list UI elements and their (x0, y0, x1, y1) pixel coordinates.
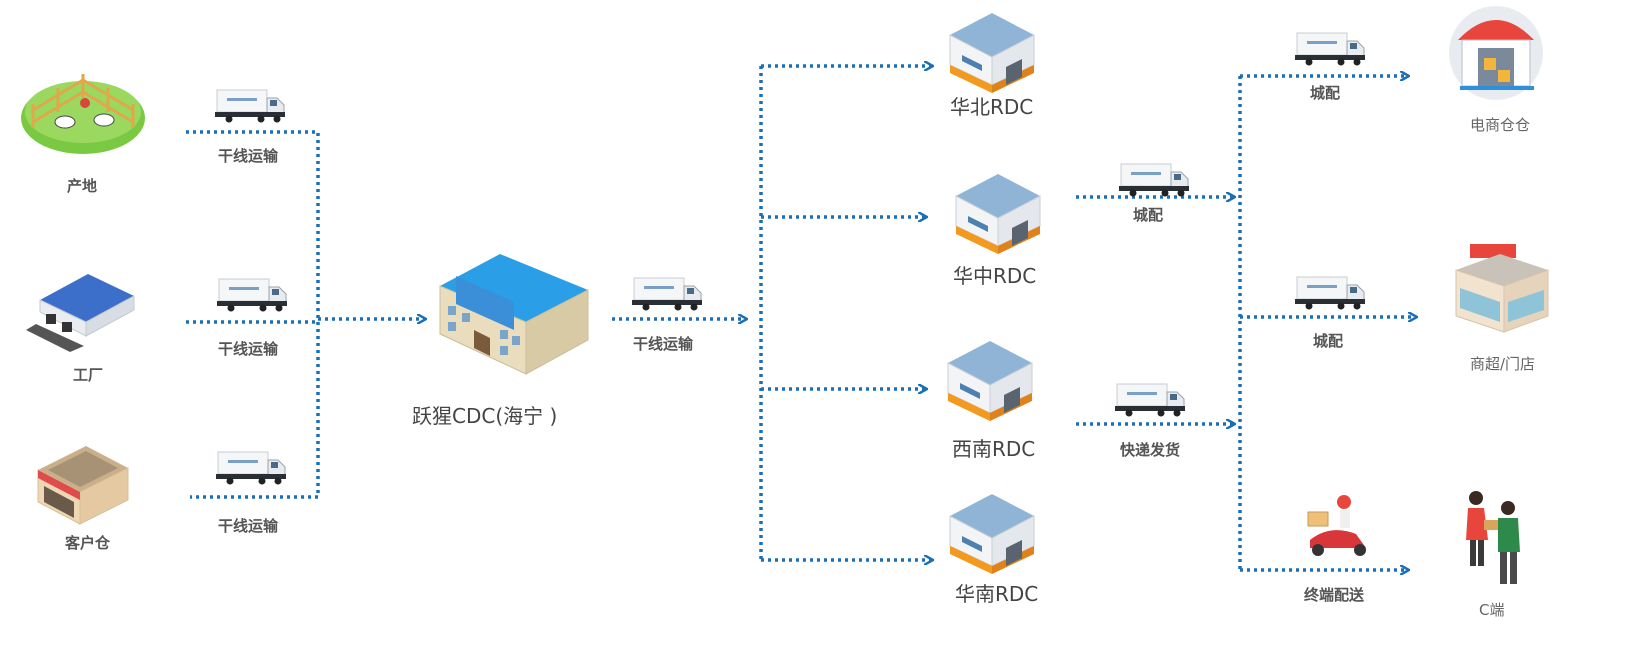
edge-label-trunk: 干线运输 (218, 340, 279, 358)
truck-icon (216, 278, 288, 312)
flow-lines (186, 66, 1416, 570)
truck-icon (215, 451, 287, 485)
ecommerce-warehouse-icon (1449, 6, 1543, 100)
cdc-building-icon (439, 254, 589, 375)
store-icon (1455, 244, 1549, 333)
node-label-client-warehouse: 客户仓 (65, 534, 111, 552)
node-label-rdc-southwest: 西南RDC (952, 437, 1036, 461)
truck-icon (214, 89, 286, 123)
rdc-south-icon (949, 493, 1035, 575)
edge-label-city-delivery: 城配 (1133, 206, 1164, 224)
customer-icon (1466, 491, 1520, 584)
farm-icon (21, 74, 145, 154)
node-label-ecommerce-warehouse: 电商仓仓 (1470, 116, 1531, 134)
edge-label-trunk: 干线运输 (218, 147, 279, 165)
rdc-central-icon (955, 173, 1041, 255)
truck-icon (1114, 383, 1186, 417)
node-label-store: 商超/门店 (1470, 355, 1536, 373)
rdc-southwest-icon (947, 340, 1033, 422)
edge-label-terminal-delivery: 终端配送 (1304, 586, 1365, 604)
truck-icon (1294, 276, 1366, 310)
client-warehouse-icon (37, 446, 129, 525)
delivery-scooter-icon (1307, 495, 1366, 556)
node-label-farm: 产地 (67, 177, 98, 195)
node-label-cdc: 跃猩CDC(海宁 ) (412, 404, 558, 428)
edge-label-city-delivery: 城配 (1310, 84, 1341, 102)
node-label-rdc-south: 华南RDC (955, 582, 1039, 606)
edge-label-express: 快递发货 (1120, 441, 1181, 459)
node-label-rdc-central: 华中RDC (953, 264, 1037, 288)
truck-icon (1294, 32, 1366, 66)
truck-icon (631, 277, 703, 311)
rdc-north-icon (949, 12, 1035, 94)
factory-icon (26, 274, 135, 352)
node-label-factory: 工厂 (73, 366, 104, 384)
truck-icon (1118, 163, 1190, 197)
edge-label-trunk: 干线运输 (633, 335, 694, 353)
edge-label-city-delivery: 城配 (1313, 332, 1344, 350)
node-label-rdc-north: 华北RDC (950, 95, 1034, 119)
edge-label-trunk: 干线运输 (218, 517, 279, 535)
node-label-customer: C端 (1479, 601, 1505, 619)
